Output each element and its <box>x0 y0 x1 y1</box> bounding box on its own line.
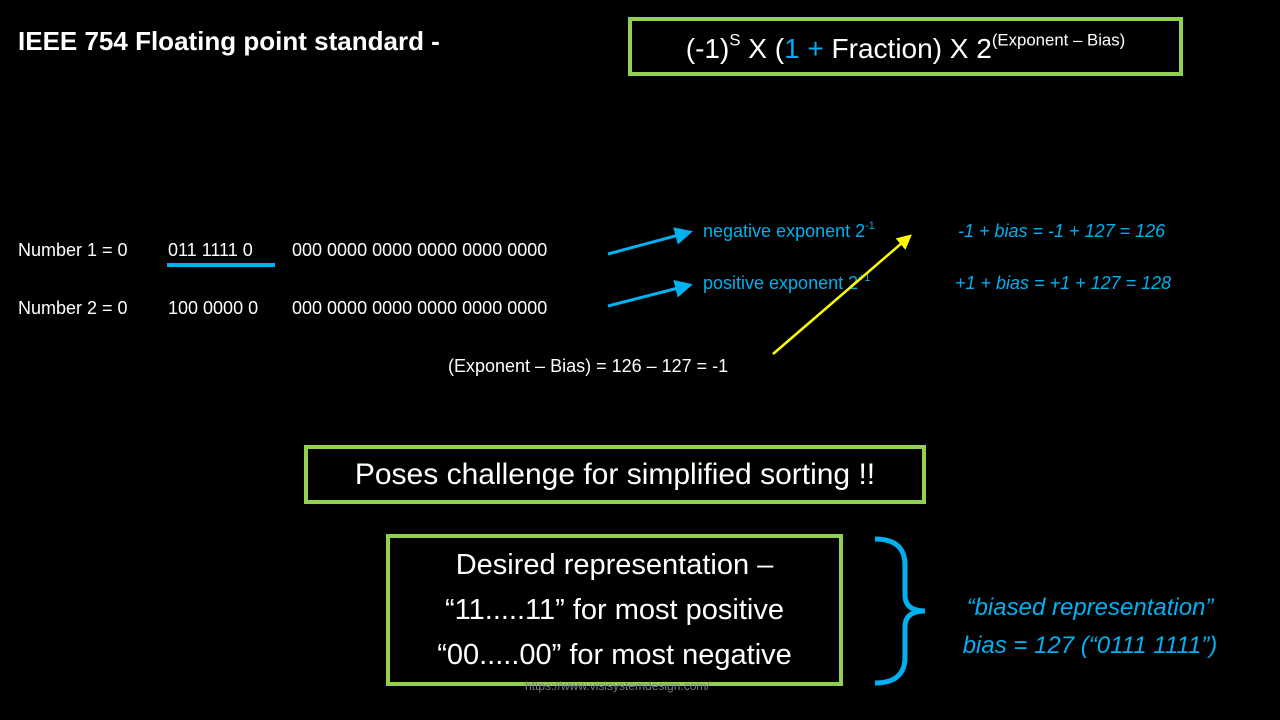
brace-icon <box>874 536 926 686</box>
number1-exponent: 011 1111 0 <box>168 240 253 260</box>
arrow-yellow <box>772 234 912 355</box>
desired-line: “11.....11” for most positive <box>445 593 784 626</box>
arrow-number2 <box>607 280 693 308</box>
number2-fraction: 000 0000 0000 0000 0000 0000 <box>292 298 548 318</box>
slide-title: IEEE 754 Floating point standard - <box>18 26 440 56</box>
formula-fraction: Fraction) X 2 <box>823 33 992 64</box>
exponent-underline <box>167 263 275 267</box>
biased-title: “biased representation” <box>966 594 1214 621</box>
negative-equation: -1 + bias = -1 + 127 = 126 <box>958 221 1166 241</box>
formula-one-plus: 1 + <box>784 33 824 64</box>
challenge-text: Poses challenge for simplified sorting !… <box>354 457 876 491</box>
desired-box: Desired representation – “11.....11” for… <box>386 534 843 686</box>
formula-exponent: (Exponent – Bias) <box>991 30 1126 50</box>
exp-bias-calc: (Exponent – Bias) = 126 – 127 = -1 <box>448 356 729 376</box>
formula-mid: X ( <box>740 33 785 64</box>
bias-value: bias = 127 (“0111 1111”) <box>962 632 1218 659</box>
number2-label: Number 2 = 0 <box>18 298 128 318</box>
watermark: https://www.visisystemdesign.com/ <box>525 679 710 693</box>
arrow-number1 <box>607 227 693 256</box>
number1-fraction: 000 0000 0000 0000 0000 0000 <box>292 240 548 260</box>
formula-box: (-1)S X (1 + Fraction) X 2(Exponent – Bi… <box>628 17 1183 76</box>
positive-exponent: positive exponent 2+1 <box>703 271 871 293</box>
formula-sign: (-1)S <box>685 30 741 64</box>
desired-line: Desired representation – <box>455 548 774 581</box>
negative-exponent: negative exponent 2-1 <box>703 219 875 241</box>
number1-label: Number 1 = 0 <box>18 240 128 260</box>
desired-line: “00.....00” for most negative <box>437 638 792 671</box>
challenge-box: Poses challenge for simplified sorting !… <box>304 445 926 504</box>
number2-exponent: 100 0000 0 <box>168 298 259 318</box>
positive-equation: +1 + bias = +1 + 127 = 128 <box>955 273 1172 293</box>
